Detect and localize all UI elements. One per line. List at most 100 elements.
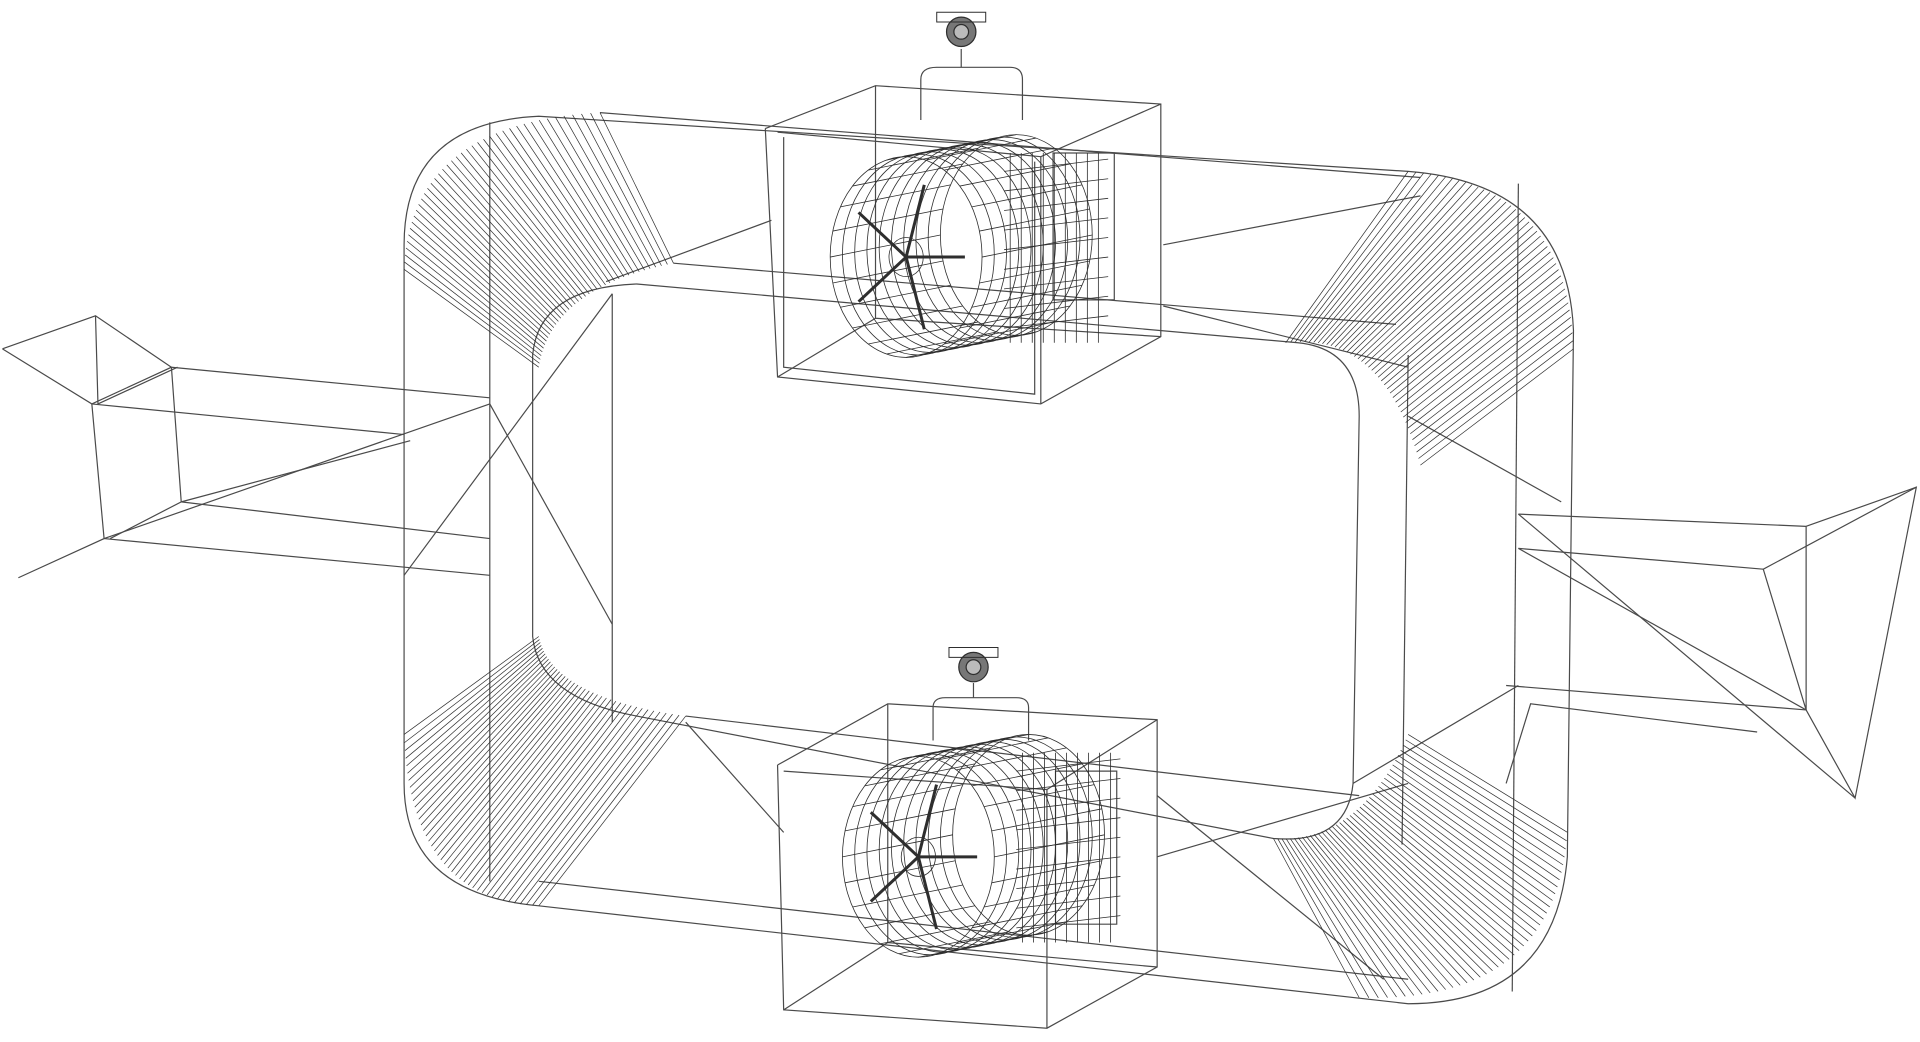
bend-segment	[1393, 263, 1556, 397]
bend-segment	[1366, 801, 1532, 936]
bend-segment	[1354, 206, 1511, 357]
bend-segment	[1406, 740, 1567, 841]
bend-segment	[466, 149, 585, 296]
bend-segment	[1403, 745, 1565, 849]
fan-mesh-rib	[918, 935, 1028, 957]
fan-mesh-ring	[904, 142, 1056, 343]
bend-segment	[1298, 838, 1413, 996]
fan-mesh-ring	[928, 739, 1080, 940]
fan-mesh-rib	[972, 764, 1082, 786]
bend-segment	[407, 648, 543, 766]
bend-segment	[416, 210, 550, 334]
fan-guard-bar	[1004, 179, 1108, 191]
sensor-face	[953, 23, 970, 40]
bend-segment	[468, 700, 611, 885]
fan-mesh-rib	[852, 306, 962, 328]
bend-segment	[1398, 755, 1563, 865]
bend-segment	[483, 139, 597, 289]
bend-segment	[1412, 317, 1570, 439]
bend-segment	[581, 114, 661, 266]
bend-segment	[1358, 209, 1516, 358]
fan-mesh-ring	[953, 734, 1105, 935]
fan-guard-bar	[1004, 198, 1108, 210]
fan-guard-bar	[1004, 257, 1108, 269]
bend-segment	[1310, 835, 1438, 991]
sensor-mount-top	[921, 49, 1023, 120]
fan-mesh-rib	[972, 185, 1082, 207]
fan-mesh-rib	[868, 148, 978, 170]
fan-mesh-rib	[865, 764, 975, 786]
fan-mesh-ring	[940, 737, 1092, 938]
fan-mesh-rib	[842, 835, 952, 857]
fan-guard-bar	[1004, 218, 1108, 230]
fan-mesh-rib	[886, 332, 996, 354]
fan-mesh-rib	[992, 861, 1102, 883]
bend-segment	[1350, 816, 1509, 960]
bend-segment	[1318, 833, 1453, 987]
bend-segment	[1322, 182, 1465, 343]
fan-mesh-rib	[845, 861, 955, 883]
bend-segment	[1403, 289, 1565, 417]
fan-mesh-rib	[865, 906, 975, 928]
bend-segment	[1290, 839, 1396, 998]
fan-mesh-rib	[899, 932, 1009, 954]
fan-mesh-rib	[944, 148, 1054, 170]
fan-mesh-rib	[984, 885, 1094, 907]
bend-segment	[1372, 226, 1533, 370]
bend-segment	[435, 178, 564, 315]
bend-segment	[421, 672, 560, 825]
bend-segment	[573, 115, 656, 267]
bend-segment	[1369, 797, 1536, 930]
bend-segment	[1417, 333, 1573, 452]
fan-mesh-rib	[899, 738, 1009, 760]
bend-segment	[1390, 769, 1558, 886]
bend-segment	[447, 165, 572, 307]
bend-segment	[1327, 185, 1472, 345]
bend-segment	[1381, 241, 1544, 381]
fan-mesh-ring	[891, 144, 1043, 345]
bend-segment	[415, 664, 553, 807]
right-outlet-duct	[1506, 487, 1916, 798]
bend-segment	[408, 651, 544, 773]
bend-segment	[438, 685, 579, 856]
bend-segment	[1365, 218, 1525, 365]
fan-top	[830, 135, 1108, 358]
bend-segment	[547, 119, 639, 272]
bend-segment	[1306, 836, 1430, 993]
bend-segment	[478, 142, 594, 291]
fan-mesh-rib	[944, 322, 1054, 344]
bend-segment	[411, 659, 548, 794]
bend-segment	[1347, 199, 1501, 352]
bend-segment	[510, 128, 615, 280]
bend-segment	[496, 133, 605, 284]
bend-segment	[1294, 838, 1405, 996]
bend-segment	[1419, 341, 1574, 459]
bend-segment	[409, 654, 546, 781]
bend-segment	[526, 714, 672, 905]
bend-segment	[503, 131, 610, 283]
bend-segment	[1322, 832, 1461, 986]
fan-mesh-ring	[940, 135, 1092, 336]
bend-segment	[555, 117, 644, 270]
bend-segment	[1300, 174, 1431, 342]
bend-segment	[407, 241, 542, 352]
bend-segment	[1375, 231, 1537, 374]
bend-segment	[404, 640, 539, 743]
bend-segment	[1314, 834, 1446, 989]
bend-segment	[1408, 734, 1567, 832]
fan-mesh-rib	[840, 185, 950, 207]
fan-blade	[918, 785, 936, 857]
fan-guard-bar	[1004, 277, 1108, 289]
bend-segment	[473, 701, 616, 888]
bend-segment	[1420, 349, 1573, 465]
bend-segment	[424, 193, 556, 324]
sensor-housing	[949, 648, 998, 658]
fan-mesh-rib	[880, 748, 990, 770]
fan-mesh-rib	[926, 332, 1036, 354]
fan-mesh-rib	[833, 209, 943, 231]
bend-segment	[412, 222, 547, 341]
bend-segment	[531, 122, 628, 275]
bend-segment	[410, 657, 547, 788]
fan-mesh-rib	[960, 164, 1070, 186]
sensor-top	[937, 12, 986, 48]
